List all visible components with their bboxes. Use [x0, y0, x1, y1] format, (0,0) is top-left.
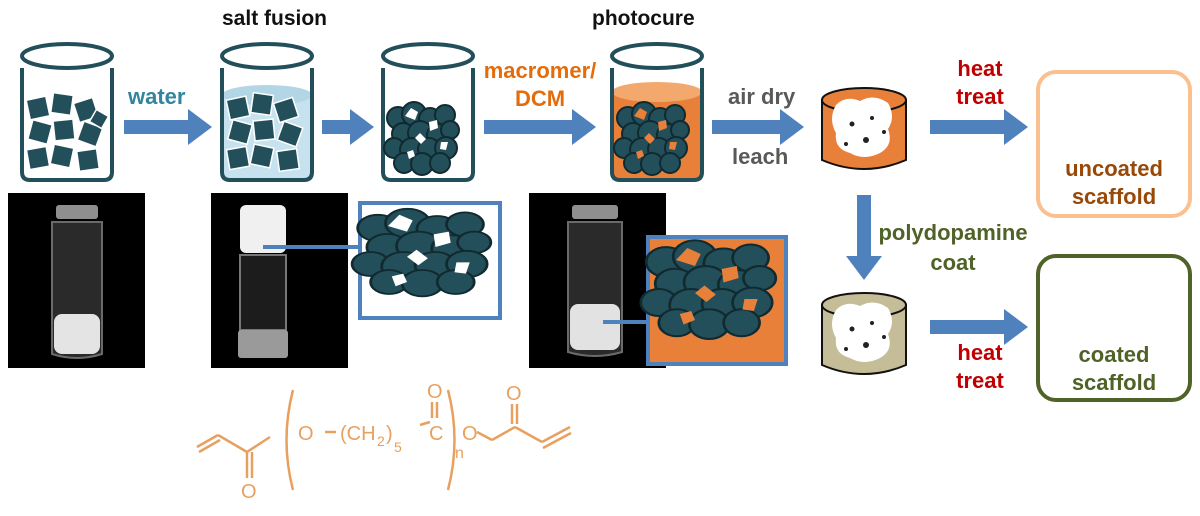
arrow-heat-top [930, 109, 1028, 145]
zoom-inset-fused-salt [350, 201, 502, 320]
label-uncoated: uncoated [1065, 156, 1163, 181]
beaker-salt [20, 42, 114, 182]
chem-repeat-subscript: 5 [394, 439, 402, 455]
chem-repeat-n: n [455, 445, 464, 462]
process-arrows [124, 109, 1028, 345]
chemical-structure [196, 389, 572, 491]
label-water: water [128, 84, 186, 109]
coated-scaffold-box [1036, 254, 1192, 402]
chem-ch2-group: (CH [340, 423, 376, 445]
chem-o-carbonyl-left: O [241, 481, 257, 503]
label-photocure: photocure [592, 7, 695, 30]
beaker-macromer [610, 42, 704, 182]
uncoated-scaffold-box [1036, 70, 1192, 218]
label-coat: coat [930, 250, 976, 275]
scaffold-uncoated-cylinder [821, 87, 907, 170]
label-coated: coated [1078, 342, 1150, 367]
label-polydopamine: polydopamine [878, 220, 1028, 245]
label-macromer-line1: macromer/ [483, 58, 597, 83]
chem-o-carbonyl-mid: O [427, 381, 443, 403]
label-treat-bottom: treat [956, 368, 1004, 393]
zoom-inset-macromer [639, 235, 788, 366]
label-macromer-line2: DCM [514, 86, 566, 111]
label-heat-bottom: heat [957, 340, 1003, 365]
beaker-fused-salt [381, 42, 475, 182]
arrow-air-dry [712, 109, 804, 145]
arrow-macromer [484, 109, 596, 145]
arrow-coat-down [846, 195, 882, 280]
chem-carbon: C [429, 423, 443, 445]
beaker-salt-water [220, 42, 314, 182]
chem-ch2-subscript: 2 [377, 433, 385, 449]
scaffold-coated-cylinder [821, 292, 907, 375]
photo-vial-macromer [529, 193, 666, 368]
label-leach: leach [732, 144, 789, 169]
chem-o-ester-left: O [298, 423, 314, 445]
label-coated-scaffold: scaffold [1071, 370, 1157, 395]
arrow-salt-fusion [322, 109, 374, 145]
label-heat-top: heat [957, 56, 1003, 81]
photo-vial-fused [211, 193, 358, 368]
photo-vial-salt [8, 193, 145, 368]
label-air-dry: air dry [728, 84, 796, 109]
chem-ch2-close: ) [386, 423, 393, 445]
arrow-water [124, 109, 212, 145]
label-salt-fusion: salt fusion [222, 7, 328, 30]
chem-o-carbonyl-right: O [506, 383, 522, 405]
label-uncoated-scaffold: scaffold [1071, 184, 1157, 209]
label-treat-top: treat [956, 84, 1004, 109]
chem-o-ester-right: O [462, 423, 478, 445]
arrow-heat-bottom [930, 309, 1028, 345]
